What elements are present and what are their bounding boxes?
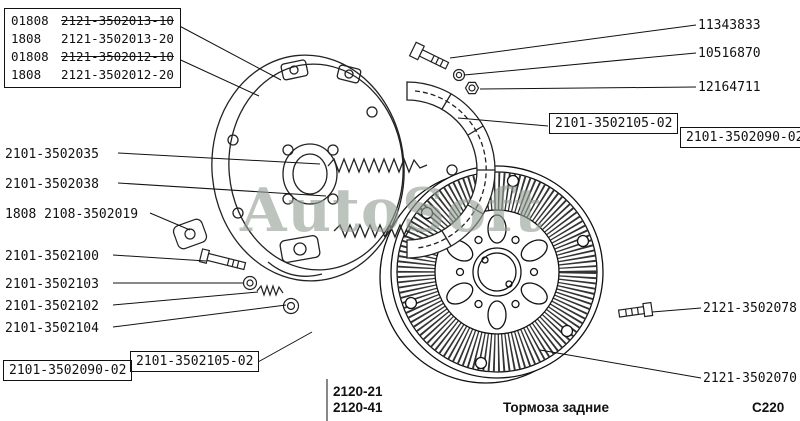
backing-plate bbox=[211, 54, 405, 282]
variant-number: 2121-3502013-20 bbox=[61, 31, 174, 46]
part-label-3502038: 2101-3502038 bbox=[5, 177, 99, 192]
variant-number: 2121-3502013-10 bbox=[61, 13, 174, 28]
part-label-3502019: 1808 2108-3502019 bbox=[5, 207, 139, 222]
variant-prefix: 1808 bbox=[11, 31, 42, 46]
part-label-3502105-boxed-bottom: 2101-3502105-02 bbox=[130, 351, 260, 372]
diagram-title: Тормоза задние bbox=[503, 400, 609, 415]
spring-washer bbox=[452, 68, 466, 82]
part-label-3502103: 2101-3502103 bbox=[5, 277, 99, 292]
variant-prefix: 01808 bbox=[11, 13, 49, 28]
variant-row: 1808 2121-3502013-20 bbox=[11, 30, 174, 48]
variant-table: 01808 2121-3502013-10 1808 2121-3502013-… bbox=[4, 8, 181, 88]
hold-down-pin bbox=[198, 248, 247, 271]
lower-return-spring bbox=[333, 223, 419, 239]
model-code-2: 2120-41 bbox=[333, 400, 383, 415]
part-label-11343833: 11343833 bbox=[698, 18, 761, 33]
part-label-3502090-boxed-top: 2101-3502090-02 bbox=[680, 127, 800, 148]
variant-number: 2121-3502012-10 bbox=[61, 49, 174, 64]
part-label-3502078: 2121-3502078 bbox=[703, 301, 797, 316]
drum-bolt bbox=[617, 301, 654, 318]
leader-lines bbox=[112, 21, 702, 421]
variant-row: 01808 2121-3502012-10 bbox=[11, 48, 174, 66]
part-label-3502105-boxed-top: 2101-3502105-02 bbox=[549, 113, 679, 134]
model-code-1: 2120-21 bbox=[333, 384, 383, 399]
part-label-3502090-boxed-bottom: 2101-3502090-02 bbox=[3, 360, 133, 381]
variant-prefix: 01808 bbox=[11, 49, 49, 64]
brake-drum bbox=[379, 165, 604, 384]
variant-number: 2121-3502012-20 bbox=[61, 67, 174, 82]
hex-nut bbox=[464, 81, 480, 95]
hold-down-spring bbox=[256, 284, 284, 297]
part-label-3502035: 2101-3502035 bbox=[5, 147, 99, 162]
sheet-code: C220 bbox=[752, 400, 785, 415]
hold-down-washer bbox=[242, 275, 258, 291]
variant-prefix: 1808 bbox=[11, 67, 42, 82]
part-label-3502104: 2101-3502104 bbox=[5, 321, 99, 336]
part-label-3502100: 2101-3502100 bbox=[5, 249, 99, 264]
shoe-support-plate bbox=[172, 218, 208, 250]
part-label-12164711: 12164711 bbox=[698, 80, 761, 95]
spring-cup bbox=[282, 297, 300, 315]
brake-shoes bbox=[406, 81, 496, 259]
part-label-3502070: 2121-3502070 bbox=[703, 371, 797, 386]
part-label-3502102: 2101-3502102 bbox=[5, 299, 99, 314]
variant-row: 01808 2121-3502013-10 bbox=[11, 12, 174, 30]
part-label-10516870: 10516870 bbox=[698, 46, 761, 61]
variant-row: 1808 2121-3502012-20 bbox=[11, 66, 174, 84]
mounting-bolt bbox=[408, 41, 450, 70]
upper-return-spring bbox=[327, 157, 428, 174]
